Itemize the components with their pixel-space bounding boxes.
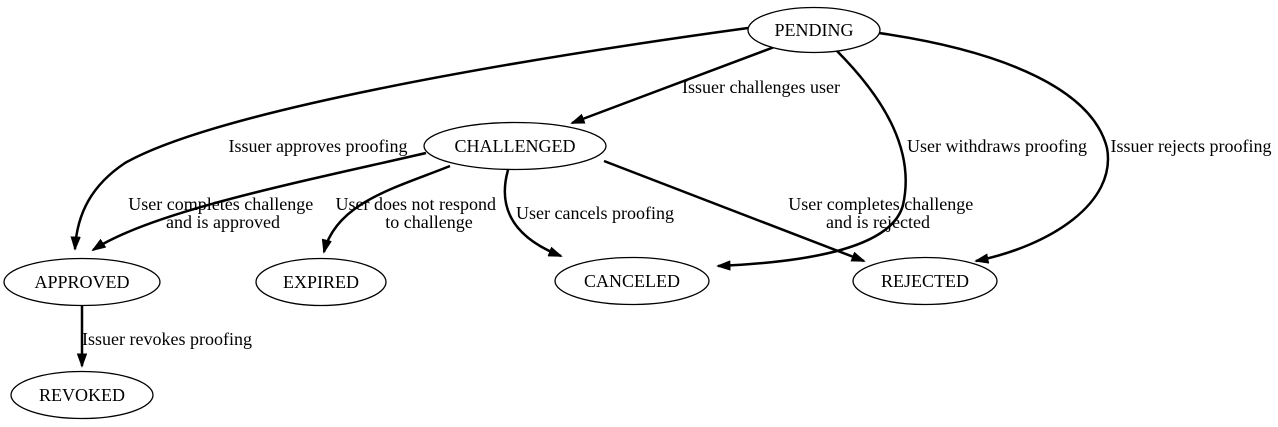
edge-label-completes-challenge-rejected: User completes challenge and is rejected (788, 194, 977, 232)
edge-challenged-expired (324, 164, 451, 252)
edge-pending-rejected (878, 31, 1110, 261)
edge-label-issuer-approves-proofing: Issuer approves proofing (229, 136, 408, 156)
node-approved: APPROVED (3, 257, 161, 307)
node-expired-shape (255, 257, 387, 307)
edge-label-completes-challenge-approved: User completes challenge and is approved (128, 194, 317, 232)
node-revoked-shape (10, 370, 154, 420)
node-canceled-shape (554, 256, 710, 306)
node-pending-shape (747, 6, 881, 54)
edge-label-issuer-revokes-proofing: Issuer revokes proofing (82, 329, 252, 349)
edge-pending-challenged (572, 44, 778, 125)
edge-label-issuer-rejects-proofing: Issuer rejects proofing (1111, 136, 1272, 156)
node-rejected-shape (852, 256, 998, 306)
edge-label-does-not-respond: User does not respond to challenge (336, 194, 501, 232)
edge-labels: Issuer challenges user Issuer approves p… (82, 77, 1271, 349)
edge-label-line: and is approved (166, 212, 280, 232)
node-challenged-label: CHALLENGED (455, 136, 576, 156)
node-revoked: REVOKED (10, 370, 154, 420)
edge-label-issuer-challenges-user: Issuer challenges user (682, 77, 840, 97)
edge-label-line: and is rejected (826, 212, 930, 232)
nodes: PENDING CHALLENGED APPROVED EXPIRED CANC… (3, 6, 998, 420)
edge-pending-approved (75, 26, 749, 249)
edge-label-line: to challenge (385, 212, 472, 232)
node-approved-label: APPROVED (34, 272, 129, 292)
edge-challenged-canceled (503, 169, 561, 258)
edge-label-line: User completes challenge (788, 194, 973, 214)
node-rejected-label: REJECTED (881, 271, 969, 291)
edge-label-line: User completes challenge (128, 194, 313, 214)
node-expired-label: EXPIRED (283, 272, 359, 292)
node-canceled: CANCELED (554, 256, 710, 306)
node-pending: PENDING (747, 6, 881, 54)
node-expired: EXPIRED (255, 257, 387, 307)
edges (75, 26, 1110, 366)
node-revoked-label: REVOKED (39, 385, 125, 405)
edge-challenged-approved (93, 151, 427, 250)
node-canceled-label: CANCELED (584, 271, 680, 291)
edge-pending-canceled (718, 49, 907, 266)
edge-label-line: User does not respond (336, 194, 496, 214)
edge-challenged-rejected (603, 159, 864, 263)
edge-label-user-cancels-proofing: User cancels proofing (516, 203, 674, 223)
node-challenged: CHALLENGED (423, 121, 607, 171)
edge-label-user-withdraws-proofing: User withdraws proofing (907, 136, 1087, 156)
node-challenged-shape (423, 121, 607, 171)
node-pending-label: PENDING (775, 20, 854, 40)
node-rejected: REJECTED (852, 256, 998, 306)
node-approved-shape (3, 257, 161, 307)
